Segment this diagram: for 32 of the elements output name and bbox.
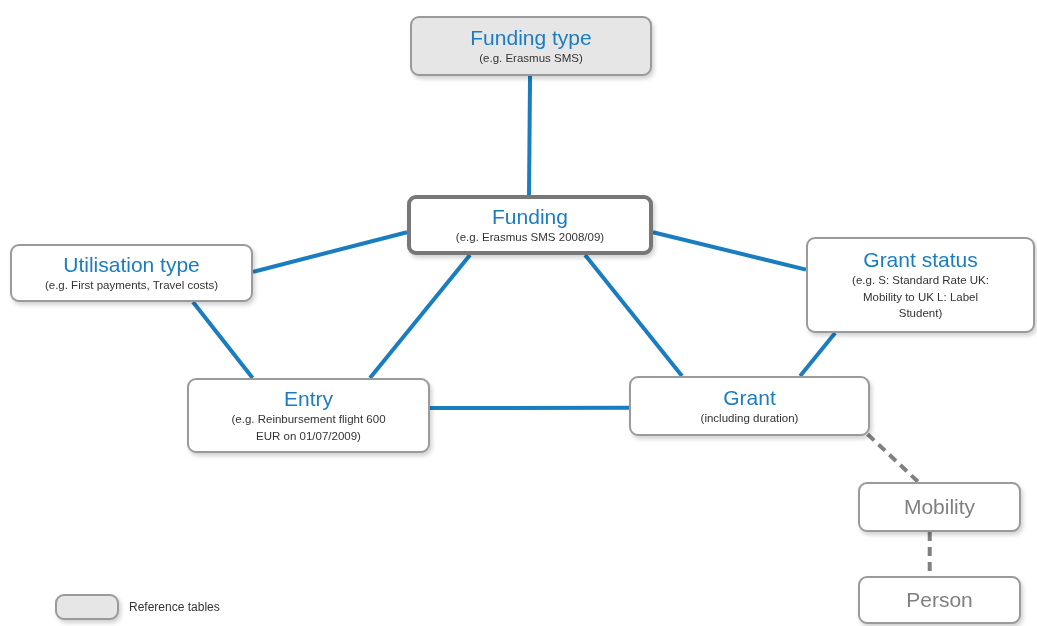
entity-box [806,237,1035,333]
connector-line [798,331,837,378]
connector-line [252,230,408,274]
entity-example: (including duration) [700,410,799,426]
entity-title: Funding type [470,25,592,50]
dashed-connector [866,432,920,484]
connector-line [527,76,533,195]
connector-line [583,253,684,378]
entity-title: Grant [723,385,776,410]
entity-box [629,376,870,436]
entity-example: (e.g. Erasmus SMS) [479,50,583,66]
connector-line [191,300,255,380]
entity-box [187,378,430,453]
legend-label: Reference tables [129,600,220,614]
entity-title: Entry [284,386,333,411]
connector-line [430,405,629,410]
connector-line [652,230,807,272]
entity-example: (e.g. Reinbursement flight 600 EUR on 01/07/2009) [230,411,387,444]
entity-title: Mobility [903,494,976,520]
entity-title: Person [906,587,973,613]
entity-box [858,482,1021,532]
entity-example: (e.g. S: Standard Rate UK: Mobility to UK L: Label Student) [851,273,990,322]
entity-box [407,195,653,255]
entity-box [858,576,1021,624]
reference-table-box [410,16,652,76]
entity-example: (e.g. First payments, Travel costs) [44,277,219,293]
entity-box [10,244,253,302]
entity-title: Grant status [863,247,978,273]
entity-title: Utilisation type [63,252,200,277]
entity-example: (e.g. Erasmus SMS 2008/09) [455,229,605,245]
connector-line [368,253,472,380]
entity-title: Funding [492,204,568,229]
